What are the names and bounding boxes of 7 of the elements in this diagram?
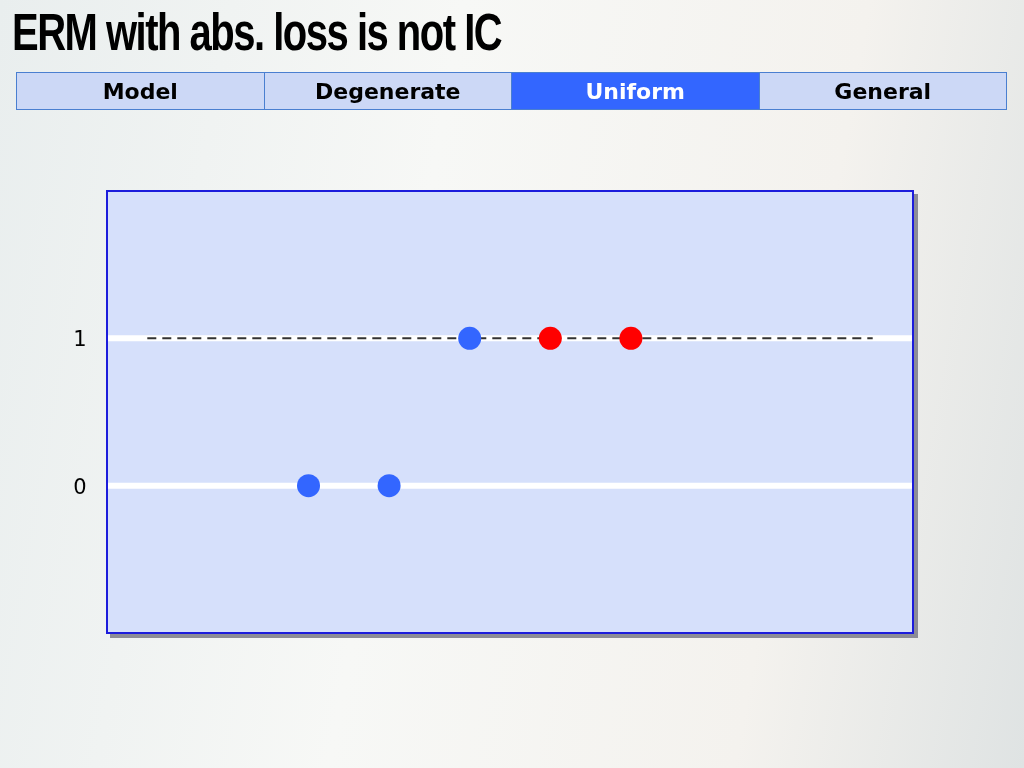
tab: Uniform — [511, 72, 760, 110]
tab: Model — [16, 72, 265, 110]
slide-title: ERM with abs. loss is not IC — [12, 2, 502, 62]
tab: General — [758, 72, 1007, 110]
axis-tick-label: 1 — [73, 327, 87, 352]
axis-tick-label: 0 — [73, 474, 87, 499]
tab: Degenerate — [263, 72, 512, 110]
